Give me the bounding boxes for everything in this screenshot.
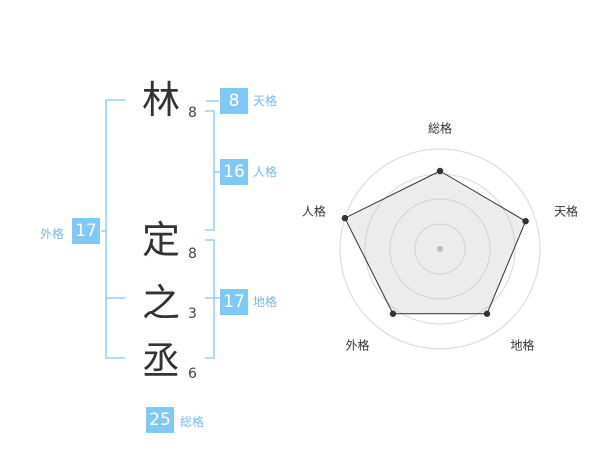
radar-axis-label-3: 地格	[511, 338, 535, 353]
jinkaku-bracket	[205, 110, 215, 231]
radar-ring-1	[414, 223, 466, 275]
given-stroke-3: 6	[188, 366, 197, 382]
chikaku-label: 地格	[253, 295, 278, 309]
given-stroke-2: 3	[188, 306, 197, 322]
radar-point-1	[436, 167, 444, 175]
given-stroke-1: 8	[188, 246, 197, 262]
gaikaku-badge: 17	[72, 218, 100, 244]
radar-point-4	[389, 310, 397, 317]
soukaku-badge: 25	[146, 407, 174, 433]
radar-axis-label-5: 人格	[302, 203, 326, 218]
radar-ring-4	[339, 148, 541, 350]
radar-ring-2	[389, 198, 491, 300]
given-char-1: 定	[142, 218, 181, 262]
chikaku-badge: 17	[220, 289, 248, 315]
tenkaku-label: 天格	[253, 94, 278, 108]
radar-point-5	[341, 214, 349, 222]
surname-char-1: 林	[142, 78, 181, 122]
radar-point-2	[522, 217, 529, 225]
radar-axis-label-4: 外格	[345, 338, 369, 353]
gaikaku-bracket	[105, 99, 125, 359]
surname-stroke-1: 8	[188, 105, 197, 121]
radar-point-3	[483, 310, 491, 317]
radar-axis-label-2: 天格	[554, 203, 578, 218]
given-char-3: 丞	[142, 339, 181, 383]
jinkaku-badge: 16	[220, 159, 248, 185]
radar-center-dot	[437, 246, 443, 252]
gaikaku-label: 外格	[40, 227, 65, 241]
chikaku-bracket	[205, 239, 215, 359]
soukaku-label: 総格	[180, 415, 205, 429]
given-char-2: 之	[142, 281, 181, 325]
tenkaku-badge: 8	[220, 88, 248, 114]
radar-axis-label-1: 総格	[428, 121, 452, 136]
radar-data-polygon	[344, 170, 527, 315]
jinkaku-label: 人格	[253, 165, 278, 179]
